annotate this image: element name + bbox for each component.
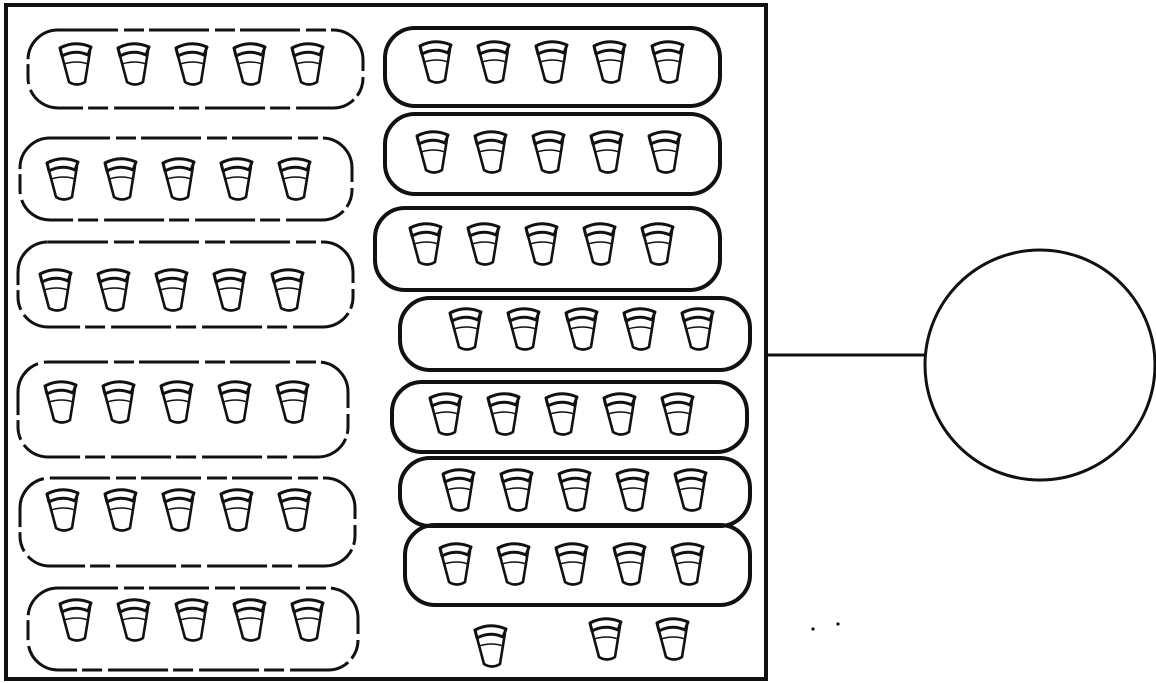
bucket-icon [508,309,539,350]
group-loop [20,138,352,220]
bucket-icon [443,470,474,511]
bucket-icon [420,42,451,83]
bucket-icon [475,132,506,173]
bucket-icon [649,132,680,173]
bucket-icon [604,394,635,435]
bucket-icon [279,490,310,531]
group-of-five-right-3 [375,208,720,290]
bucket-icon [105,490,136,531]
group-of-five-right-1 [385,28,720,106]
bucket-icon [430,394,461,435]
bucket-icon [662,394,693,435]
bucket-icon [214,270,245,311]
bucket-icon [682,309,713,350]
bucket-icon [498,544,529,585]
bucket-icon [221,490,252,531]
bucket-icon [533,132,564,173]
bucket-icon [45,382,76,423]
group-of-five-right-2 [385,114,720,194]
bucket-icon [501,470,532,511]
bucket-icon [161,382,192,423]
bucket-icon [475,626,506,667]
bucket-icon [277,382,308,423]
loose-buckets [475,619,688,667]
bucket-icon [105,159,136,200]
bucket-icon [488,394,519,435]
bucket-icon [60,600,91,641]
bucket-icon [617,470,648,511]
bucket-icon [417,132,448,173]
group-of-five-right-4 [400,298,750,370]
stray-dot [811,627,814,630]
group-of-five-left-6 [28,588,358,670]
bucket-icon [292,44,323,85]
bucket-icon [556,544,587,585]
bucket-icon [40,270,71,311]
bucket-icon [594,42,625,83]
bucket-icon [624,309,655,350]
bucket-icon [98,270,129,311]
group-of-five-left-3 [18,242,353,327]
bucket-icon [219,382,250,423]
bucket-icon [440,544,471,585]
bucket-icon [672,544,703,585]
bucket-icon [657,619,688,660]
bucket-icon [272,270,303,311]
bucket-icon [410,224,441,265]
bucket-icon [292,600,323,641]
bucket-icon [163,490,194,531]
bucket-icon [546,394,577,435]
bucket-icon [47,159,78,200]
group-loop [385,28,720,106]
bucket-icon [526,224,557,265]
bucket-icon [675,470,706,511]
bucket-icon [559,470,590,511]
bucket-icon [234,600,265,641]
bucket-icon [279,159,310,200]
bucket-icon [591,132,622,173]
bucket-icon [47,490,78,531]
bucket-icon [584,224,615,265]
group-loop [18,362,348,457]
answer-circle [925,250,1155,480]
bucket-icon [176,44,207,85]
group-of-five-left-2 [20,138,352,220]
group-loop [405,525,750,605]
bucket-icon [450,309,481,350]
group-of-five-right-5 [392,382,747,452]
bucket-icon [103,382,134,423]
bucket-icon [163,159,194,200]
bucket-icon [234,44,265,85]
stray-dot [836,622,839,625]
bucket-icon [566,309,597,350]
bucket-icon [118,44,149,85]
bucket-icon [176,600,207,641]
bucket-icon [590,619,621,660]
group-of-five-right-7 [405,525,750,605]
bucket-icon [468,224,499,265]
bucket-icon [221,159,252,200]
group-loop [28,30,363,108]
group-loop [385,114,720,194]
bucket-icon [652,42,683,83]
bucket-icon [614,544,645,585]
bucket-icon [156,270,187,311]
bucket-icon [536,42,567,83]
bucket-icon [118,600,149,641]
bucket-icon [642,224,673,265]
group-loop [400,458,750,526]
bucket-groups [18,28,750,670]
group-of-five-left-5 [20,478,355,566]
group-of-five-left-4 [18,362,348,457]
group-of-five-right-6 [400,458,750,526]
bucket-icon [478,42,509,83]
group-of-five-left-1 [28,30,363,108]
bucket-icon [60,44,91,85]
